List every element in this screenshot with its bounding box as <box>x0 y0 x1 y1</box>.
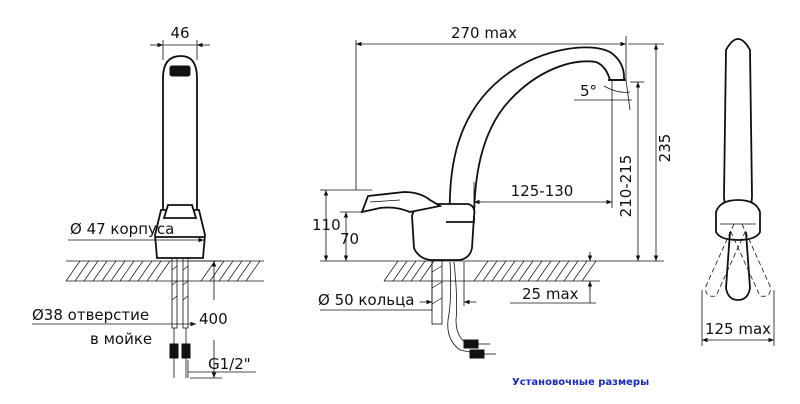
countertop-hatch-line <box>545 260 561 282</box>
dim-spout-reach: 125-130 <box>511 182 574 200</box>
dim-spout-height: 235 <box>656 134 674 163</box>
front-hoses <box>169 257 191 378</box>
countertop-hatch-line <box>209 260 225 282</box>
dim-hole-diameter: Ø38 отверстие <box>32 306 149 324</box>
countertop-hatch-line <box>509 260 525 282</box>
dim-max-reach: 270 max <box>451 24 517 42</box>
front-spout <box>162 55 198 223</box>
countertop-hatch-line <box>500 260 516 282</box>
side-hoses <box>431 259 496 359</box>
side-lever <box>360 191 443 214</box>
countertop-hatch-line <box>137 260 153 282</box>
dim-hose-length: 400 <box>199 310 228 328</box>
dim-side-width: 125 max <box>705 320 771 338</box>
countertop-hatch-line <box>110 260 126 282</box>
dim-front-width: 46 <box>170 24 189 42</box>
countertop-hatch-line <box>527 260 543 282</box>
side-countertop <box>383 260 600 282</box>
front-aerator-icon <box>169 65 191 77</box>
countertop-hatch-line <box>536 260 552 282</box>
caption: Установочные размеры <box>512 377 649 388</box>
dim-body-diameter: Ø 47 корпуса <box>70 220 174 238</box>
countertop-hatch-line <box>572 260 588 282</box>
dim-countertop-thickness: 25 max <box>522 285 579 303</box>
countertop-hatch-line <box>473 260 489 282</box>
dim-lever-height-full: 110 <box>312 216 341 234</box>
countertop-hatch-line <box>236 260 252 282</box>
countertop-hatch-line <box>401 260 417 282</box>
side-mixer-body <box>411 203 476 261</box>
countertop-hatch-line <box>83 260 99 282</box>
countertop-hatch-line <box>581 260 597 282</box>
countertop-hatch-line <box>92 260 108 282</box>
front-lever <box>162 204 198 219</box>
dim-spout-angle: 5° <box>580 82 597 100</box>
dim-ring-diameter: Ø 50 кольца <box>318 291 415 309</box>
top-spout <box>723 38 753 215</box>
countertop-hatch-line <box>245 260 261 282</box>
countertop-hatch-line <box>119 260 135 282</box>
side-view: 270 max 5° 235 210-215 125-130 <box>312 24 674 359</box>
countertop-hatch-line <box>518 260 534 282</box>
dim-aerator-height: 210-215 <box>617 155 635 218</box>
countertop-hatch-line <box>554 260 570 282</box>
countertop-hatch-line <box>74 260 90 282</box>
countertop-hatch-line <box>218 260 234 282</box>
countertop-hatch-line <box>101 260 117 282</box>
countertop-hatch-line <box>128 260 144 282</box>
countertop-hatch-line <box>563 260 579 282</box>
countertop-hatch-line <box>146 260 162 282</box>
dim-hole-location: в мойке <box>90 330 152 348</box>
countertop-hatch-line <box>155 260 171 282</box>
dim-thread: G1/2" <box>208 355 251 373</box>
countertop-hatch-line <box>410 260 426 282</box>
countertop-hatch-line <box>65 260 81 282</box>
front-mixer-body <box>154 209 206 259</box>
countertop-hatch-line <box>227 260 243 282</box>
countertop-hatch-line <box>200 260 216 282</box>
countertop-hatch-line <box>383 260 399 282</box>
front-countertop <box>65 260 264 282</box>
front-view: 46 Ø 47 корпуса Ø38 отверстие в мойке 40… <box>32 24 264 379</box>
countertop-hatch-line <box>491 260 507 282</box>
dim-lever-height: 70 <box>340 230 359 248</box>
top-view: 125 max <box>701 38 775 346</box>
countertop-hatch-line <box>392 260 408 282</box>
countertop-hatch-line <box>482 260 498 282</box>
